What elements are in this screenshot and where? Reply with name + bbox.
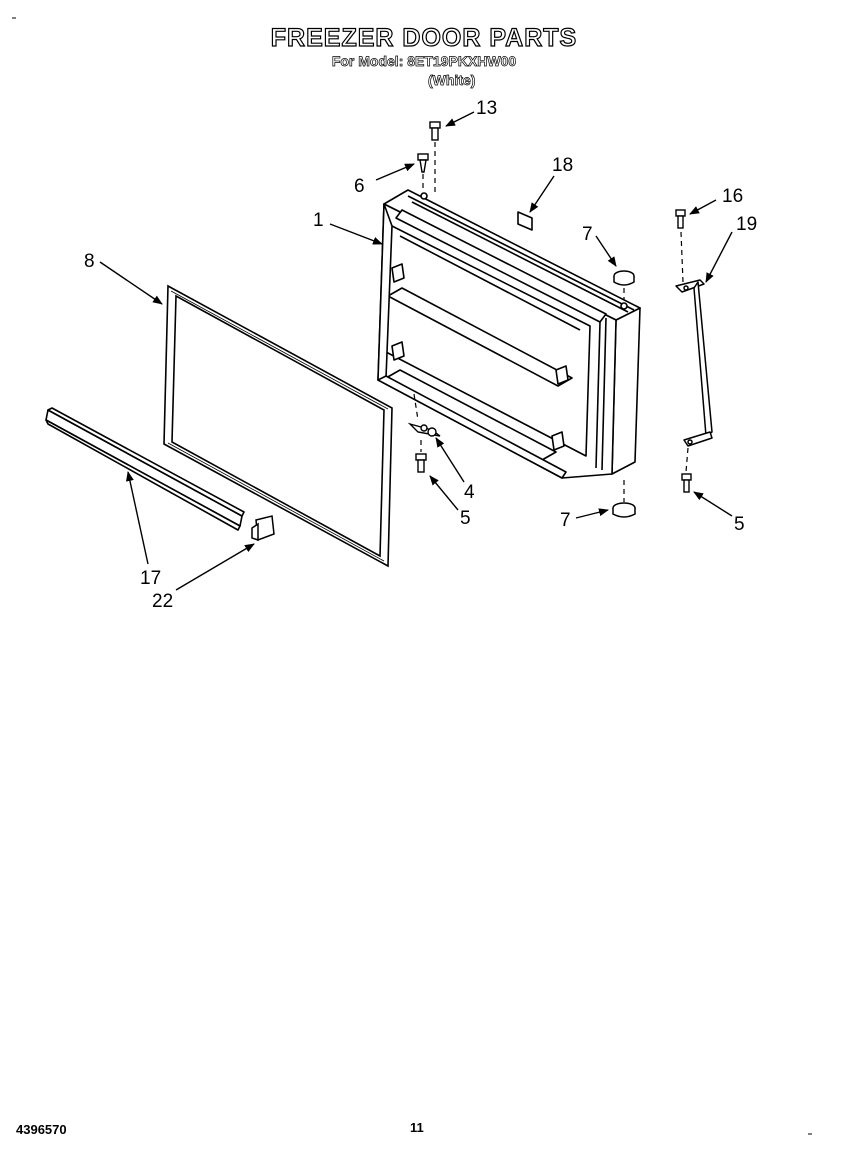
hinge-plate-part-4 xyxy=(407,422,441,437)
hinge-bracket-part-19 xyxy=(675,279,713,447)
callout-4: 4 xyxy=(464,482,475,503)
callout-6: 6 xyxy=(354,176,365,197)
callout-5-left: 5 xyxy=(460,508,471,529)
callout-17: 17 xyxy=(140,568,161,589)
callout-13: 13 xyxy=(476,98,497,119)
callout-5-right: 5 xyxy=(734,514,745,535)
plug-part-7-top xyxy=(613,270,635,286)
callout-16: 16 xyxy=(722,186,743,207)
document-number: 4396570 xyxy=(16,1122,67,1137)
door-gasket-part-8 xyxy=(163,284,393,568)
screw-part-5-right xyxy=(681,473,692,493)
model-line: For Model: 8ET19PKXHW00 xyxy=(331,53,517,70)
callout-8: 8 xyxy=(84,251,95,272)
page-number: 11 xyxy=(410,1120,424,1135)
page-title: FREEZER DOOR PARTS xyxy=(270,23,578,52)
bushing-part-7-bottom xyxy=(612,502,636,518)
callout-18: 18 xyxy=(552,155,573,176)
callout-22: 22 xyxy=(152,591,173,612)
end-cap-part-22 xyxy=(251,515,275,542)
callout-7-bottom: 7 xyxy=(560,510,571,531)
callout-19: 19 xyxy=(736,214,757,235)
pin-part-6 xyxy=(417,153,429,173)
registration-marks xyxy=(12,17,812,1135)
door-liner-part-1 xyxy=(377,189,641,479)
callout-7-top: 7 xyxy=(582,224,593,245)
callout-1: 1 xyxy=(313,210,324,231)
alignment-lines xyxy=(413,142,689,502)
screw-part-13 xyxy=(429,121,441,141)
screw-part-16 xyxy=(675,209,686,229)
handle-trim-part-17 xyxy=(45,407,245,531)
leader-lines xyxy=(99,111,733,591)
color-label: (White) xyxy=(428,72,476,89)
screw-part-5-left xyxy=(415,453,427,473)
